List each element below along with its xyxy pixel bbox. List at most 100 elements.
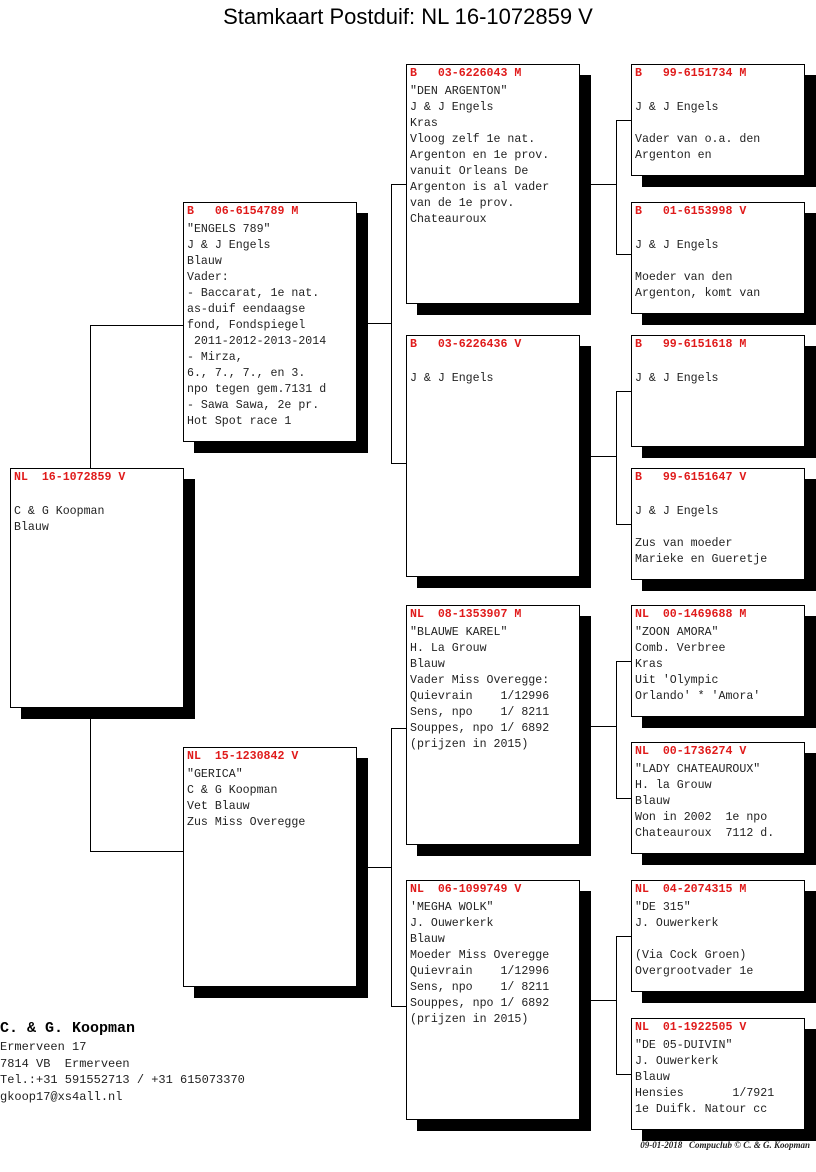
pigeon-info-line: Blauw xyxy=(187,255,222,268)
pigeon-info-line: Blauw xyxy=(14,521,49,534)
pigeon-info-line: J & J Engels xyxy=(635,505,719,518)
pigeon-card-mmm[interactable]: NL 01-1922505 V"DE 05-DUIVIN"J. Ouwerker… xyxy=(631,1018,805,1130)
connector-line xyxy=(580,184,616,185)
pigeon-info-line xyxy=(635,116,801,132)
pigeon-card-mfm[interactable]: NL 00-1736274 V"LADY CHATEAUROUX"H. la G… xyxy=(631,742,805,854)
pigeon-info-line: vanuit Orleans De xyxy=(410,165,529,178)
pigeon-info-line: - Mirza, xyxy=(187,351,243,364)
connector-line xyxy=(616,391,617,524)
connector-line xyxy=(580,1000,616,1001)
pigeon-card-mff[interactable]: NL 00-1469688 M "ZOON AMORA" Comb. Verbree… xyxy=(631,605,805,717)
pigeon-info-line: "LADY CHATEAUROUX" xyxy=(635,763,761,776)
pigeon-info-line: as-duif eendaagse xyxy=(187,303,306,316)
connector-line xyxy=(90,325,183,326)
pigeon-info-line: C & G Koopman xyxy=(14,505,105,518)
pigeon-info-line: Won in 2002 1e npo xyxy=(635,811,768,824)
pigeon-info-line: Souppes, npo 1/ 6892 xyxy=(410,997,550,1010)
pigeon-info-line: "ZOON AMORA" xyxy=(635,626,719,639)
page-title: Stamkaart Postduif: NL 16-1072859 V xyxy=(223,4,593,29)
connector-line xyxy=(616,936,617,1074)
breeder-name: C. & G. Koopman xyxy=(0,1020,136,1037)
ring-number: NL 15-1230842 V xyxy=(187,750,299,763)
pigeon-info-line: Kras xyxy=(410,117,438,130)
pigeon-info-line: - Sawa Sawa, 2e pr. xyxy=(187,399,320,412)
connector-line xyxy=(616,254,631,255)
pigeon-info-line: Hot Spot race 1 xyxy=(187,415,292,428)
pigeon-info-line: C & G Koopman xyxy=(187,784,278,797)
pigeon-info-line: "DE 05-DUIVIN" xyxy=(635,1039,733,1052)
pigeon-info-line: Vet Blauw xyxy=(187,800,250,813)
pigeon-info-line: Blauw xyxy=(410,658,445,671)
pigeon-info-line: Vader Miss Overegge: xyxy=(410,674,550,687)
pigeon-card-mmf[interactable]: NL 04-2074315 M"DE 315"J. Ouwerkerk(Via … xyxy=(631,880,805,992)
connector-line xyxy=(616,524,631,525)
connector-line xyxy=(580,726,616,727)
pigeon-info-line: J & J Engels xyxy=(187,239,271,252)
pigeon-info-line xyxy=(635,520,801,536)
pigeon-info-line: (Via Cock Groen) xyxy=(635,949,747,962)
ring-number: NL 16-1072859 V xyxy=(14,471,126,484)
pigeon-card-fmf[interactable]: B 99-6151618 M J & J Engels xyxy=(631,335,805,447)
pigeon-info-line: Zus Miss Overegge xyxy=(187,816,306,829)
pigeon-info-line: H. la Grouw xyxy=(635,779,712,792)
pigeon-info-line: Zus van moeder xyxy=(635,537,733,550)
pigeon-info-line: "DE 315" xyxy=(635,901,691,914)
pigeon-info-line: - Baccarat, 1e nat. xyxy=(187,287,320,300)
pigeon-info-line: 1e Duifk. Natour cc xyxy=(635,1103,768,1116)
pigeon-info-line xyxy=(635,84,801,100)
connector-line xyxy=(391,1006,406,1007)
ring-number: NL 06-1099749 V xyxy=(410,883,522,896)
ring-number: B 03-6226043 M xyxy=(410,67,522,80)
pigeon-info-line: "DEN ARGENTON" xyxy=(410,85,508,98)
pigeon-info-line: Argenton is al vader xyxy=(410,181,550,194)
breeder-address: Ermerveen 17 xyxy=(0,1040,87,1054)
pigeon-info-line: Chateauroux 7112 d. xyxy=(635,827,775,840)
connector-line xyxy=(616,661,631,662)
connector-line xyxy=(616,120,631,121)
ring-number: B 03-6226436 V xyxy=(410,338,522,351)
pigeon-info-line: J & J Engels xyxy=(635,372,719,385)
ring-number: NL 00-1469688 M xyxy=(635,608,747,621)
pigeon-info-line xyxy=(635,355,801,371)
breeder-email: gkoop17@xs4all.nl xyxy=(0,1089,123,1104)
pigeon-info-line: Hensies 1/7921 xyxy=(635,1087,775,1100)
pigeon-info-line: (prijzen in 2015) xyxy=(410,1013,529,1026)
breeder-info: C. & G. Koopman Ermerveen 17 7814 VB Erm… xyxy=(0,1019,245,1105)
connector-line xyxy=(391,728,406,729)
pigeon-info-line: 'MEGHA WOLK" xyxy=(410,901,494,914)
pigeon-info-line: Uit 'Olympic xyxy=(635,674,719,687)
pigeon-info-line: Comb. Verbree xyxy=(635,642,726,655)
pigeon-info-line: fond, Fondspiegel xyxy=(187,319,306,332)
pigeon-info-line: Argenton en xyxy=(635,149,712,162)
connector-line xyxy=(616,1074,631,1075)
pigeon-info-line: J & J Engels xyxy=(635,239,719,252)
pigeon-card-ff[interactable]: B 03-6226043 M"DEN ARGENTON"J & J Engels… xyxy=(406,64,580,304)
pigeon-info-line: Overgrootvader 1e xyxy=(635,965,754,978)
ring-number: NL 04-2074315 M xyxy=(635,883,747,896)
pigeon-card-mf[interactable]: NL 08-1353907 M"BLAUWE KAREL"H. La Grouw… xyxy=(406,605,580,845)
connector-line xyxy=(90,851,183,852)
connector-line xyxy=(391,463,406,464)
pigeon-info-line: H. La Grouw xyxy=(410,642,487,655)
pigeon-info-line: Moeder Miss Overegge xyxy=(410,949,550,962)
pigeon-info-line: Moeder van den xyxy=(635,271,733,284)
pigeon-info-line: Blauw xyxy=(635,1071,670,1084)
pigeon-info-line: 2011-2012-2013-2014 xyxy=(187,335,327,348)
pigeon-info-line: Argenton, komt van xyxy=(635,287,761,300)
ring-number: B 99-6151618 M xyxy=(635,338,747,351)
pigeon-info-line xyxy=(14,488,180,504)
ring-number: B 06-6154789 M xyxy=(187,205,299,218)
connector-line xyxy=(357,323,391,324)
pigeon-info-line xyxy=(635,488,801,504)
pigeon-info-line: Vader: xyxy=(187,271,229,284)
pigeon-info-line xyxy=(410,355,576,371)
pigeon-info-line: Sens, npo 1/ 8211 xyxy=(410,981,550,994)
